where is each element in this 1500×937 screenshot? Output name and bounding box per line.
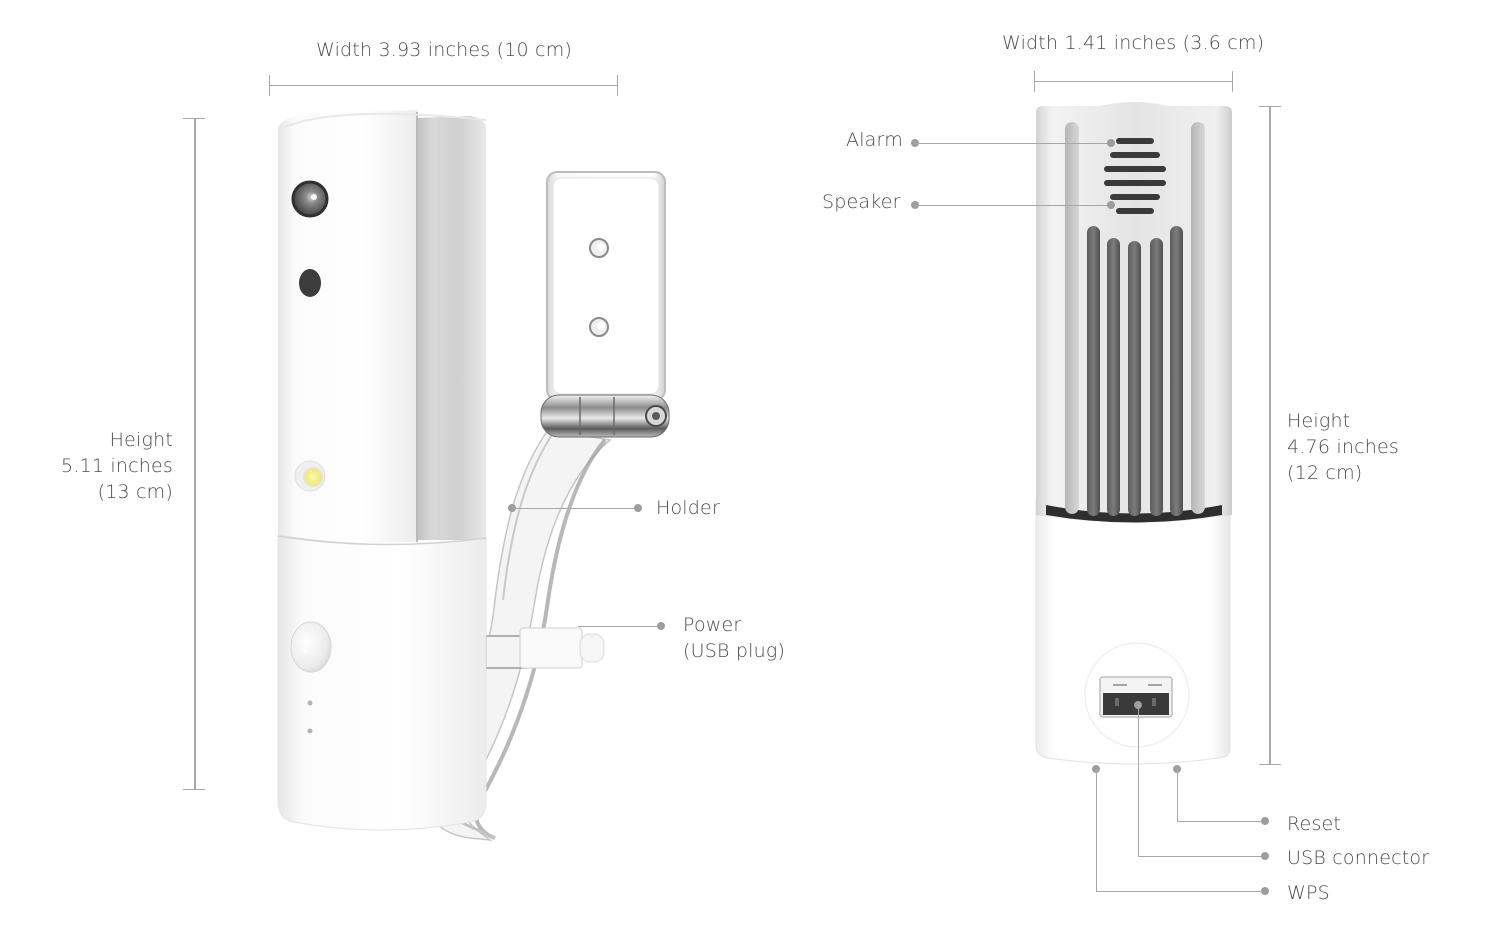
power-label: Power [683,614,742,636]
speaker-label: Speaker [822,191,901,213]
right-width-label: Width 1.41 inches (3.6 cm) [1002,32,1265,54]
holder-label: Holder [656,497,720,519]
alarm-label: Alarm [846,129,903,151]
right-height-label: Height 4.76 inches (12 cm) [1287,410,1399,484]
left-width-label: Width 3.93 inches (10 cm) [316,39,573,61]
power-sublabel: (USB plug) [683,640,786,662]
left-height-label: Height 5.11 inches (13 cm) [61,429,173,503]
wps-label: WPS [1287,882,1330,904]
reset-label: Reset [1287,813,1342,835]
usb-connector-label: USB connector [1287,847,1430,869]
